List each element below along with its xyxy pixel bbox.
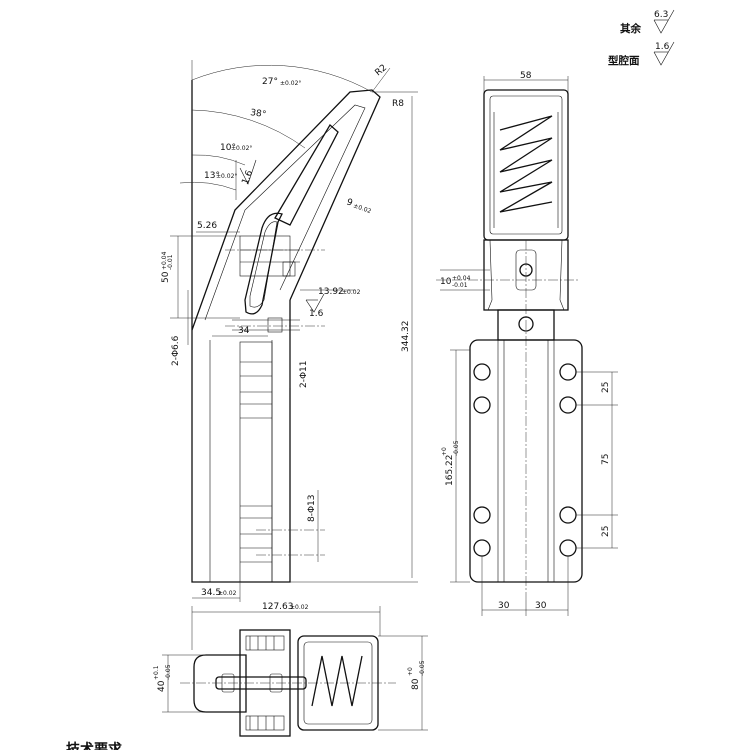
- hole: [559, 539, 577, 557]
- dim-40-tol-top: +0.1: [153, 665, 160, 680]
- base-tongue: [193, 654, 247, 713]
- top-view: 127.63 ±0.02 40 +0.1 -0.05: [153, 602, 428, 737]
- mounting-holes: [473, 363, 577, 557]
- dim-25a: 25: [601, 382, 611, 393]
- dim-r2: R2: [374, 63, 390, 78]
- roughness-label-other: 其余: [620, 22, 641, 35]
- hole: [559, 506, 577, 524]
- roughness-label-cavity: 型腔面: [608, 54, 640, 67]
- dim-8phi13: 8-Φ13: [307, 494, 317, 522]
- dim-2phi11: 2-Φ11: [299, 360, 309, 388]
- dim-9-tol: ±0.02: [352, 202, 372, 215]
- roughness-value-cavity: 1.6: [655, 42, 670, 52]
- dim-58: 58: [520, 71, 532, 81]
- roughness-value-other: 6.3: [654, 10, 668, 20]
- roughness-mid: 1.6: [309, 309, 324, 319]
- cavity-slot: [244, 212, 283, 315]
- serrated-cavity: [499, 115, 553, 213]
- dim-165-22-tol-bot: -0.05: [453, 440, 460, 456]
- dim-angle-38: 38°: [250, 108, 267, 120]
- hole: [473, 539, 491, 557]
- dim-10: 10: [440, 277, 452, 287]
- dim-75: 75: [601, 454, 611, 465]
- roughness-symbol: [653, 41, 675, 66]
- dim-25b: 25: [601, 526, 611, 537]
- dim-13-92: 13.92: [318, 287, 344, 297]
- dim-80: 80: [411, 678, 421, 690]
- dim-344-32: 344.32: [401, 321, 411, 353]
- dim-5-26: 5.26: [197, 221, 217, 231]
- dim-34-5: 34.5: [201, 588, 221, 598]
- dim-2phi6-6: 2-Φ6.6: [171, 335, 181, 366]
- front-view: 27° ±0.02° R2 R8 38° 10° ±0.02° 13° ±0.0…: [161, 60, 418, 602]
- dim-angle-27-tol: ±0.02°: [280, 80, 301, 87]
- dim-13-92-tol: ±0.02: [342, 289, 361, 296]
- dim-34: 34: [238, 326, 250, 336]
- roughness-side: 1.6: [241, 169, 256, 186]
- dim-40: 40: [157, 680, 167, 692]
- dim-r8: R8: [392, 99, 404, 109]
- hole: [473, 363, 491, 381]
- dim-165-22-tol-top: +0: [441, 447, 448, 456]
- dim-80-tol-bot: -0.05: [419, 660, 426, 676]
- dim-80-tol-top: +0: [407, 667, 414, 676]
- dim-angle-13: 13°: [204, 171, 220, 181]
- hole: [473, 506, 491, 524]
- dim-127-63: 127.63: [262, 602, 294, 612]
- dim-angle-10-tol: ±0.02°: [231, 145, 252, 152]
- dim-30a: 30: [498, 601, 510, 611]
- dim-angle-27: 27°: [262, 77, 278, 87]
- dim-50: 50: [161, 271, 171, 283]
- dim-165-22: 165.22: [445, 455, 455, 487]
- dim-30b: 30: [535, 601, 547, 611]
- dim-127-63-tol: ±0.02: [290, 604, 309, 611]
- hole: [559, 396, 577, 414]
- hole: [559, 363, 577, 381]
- dim-10-tol-top: +0.04: [452, 275, 471, 282]
- clamp-head: [483, 89, 569, 241]
- side-view: 58 10 +0.04 -0.01: [436, 71, 618, 616]
- neck-pin: [518, 316, 534, 332]
- dim-9: 9: [345, 197, 354, 208]
- clamp-head-top: [297, 635, 379, 731]
- tech-requirements-heading: 技术要求: [66, 741, 123, 750]
- roughness-legend: 其余 6.3 型腔面 1.6: [608, 9, 675, 67]
- pin-block: [239, 235, 291, 277]
- dim-50-tol-top: +0.04: [161, 251, 168, 270]
- inclined-arm-outline: [191, 89, 381, 331]
- dim-50-tol-bot: -0.01: [167, 254, 174, 270]
- dim-34-5-tol: ±0.02: [218, 590, 237, 597]
- serrated-cavity-top: [311, 655, 363, 707]
- hole: [473, 396, 491, 414]
- dim-40-tol-bot: -0.05: [165, 664, 172, 680]
- dim-angle-10: 10°: [220, 143, 236, 153]
- stem: [239, 341, 273, 583]
- dim-10-tol-bot: -0.01: [452, 282, 468, 289]
- roughness-symbol: [653, 9, 675, 34]
- dim-angle-13-tol: ±0.02°: [216, 173, 237, 180]
